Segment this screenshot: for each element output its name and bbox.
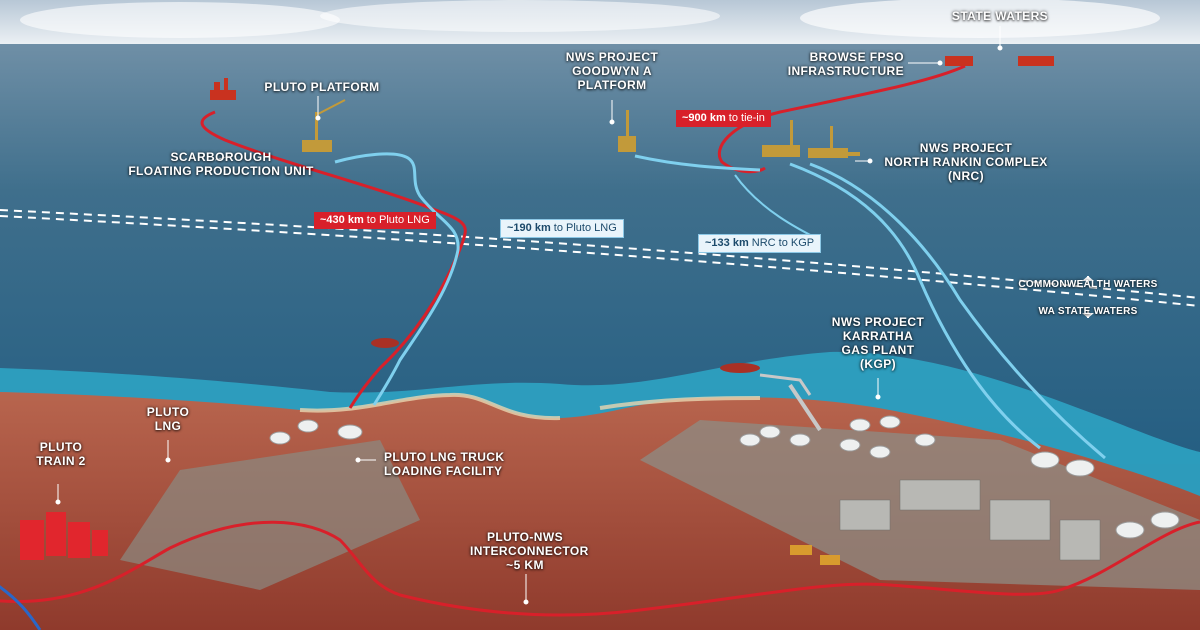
boundary-wa-state-waters	[0, 215, 1200, 307]
distance-tag-tie-in: ~900 km to tie-in	[676, 110, 771, 127]
distance-tag-value: ~430 km	[320, 214, 364, 226]
distance-tag-text: to Pluto LNG	[363, 214, 430, 226]
pluto-platform-pipeline	[334, 152, 460, 406]
distance-tag-text: NRC to KGP	[748, 237, 815, 249]
label-state-waters-top: STATE WATERS	[951, 9, 1049, 23]
scarborough-pipeline	[200, 110, 467, 409]
lng-tanker-kgp	[720, 363, 760, 373]
label-pluto-lng: PLUTO LNG	[146, 405, 190, 433]
label-wa-state-waters: WA STATE WATERS	[1038, 306, 1138, 317]
goodwyn-platform-structure	[618, 110, 636, 152]
label-commonwealth-waters: COMMONWEALTH WATERS	[1018, 279, 1158, 290]
distance-tag-value: ~900 km	[682, 112, 726, 124]
distance-tag-nrc-kgp: ~133 km NRC to KGP	[698, 234, 822, 253]
distance-tag-value: ~133 km	[705, 237, 749, 249]
label-pluto-platform: PLUTO PLATFORM	[264, 80, 380, 94]
nrc-platform-structure	[762, 120, 860, 158]
distance-tag-text: to tie-in	[725, 112, 765, 124]
label-kgp: NWS PROJECT KARRATHA GAS PLANT (KGP)	[831, 315, 925, 371]
label-truck-loading-facility: PLUTO LNG TRUCK LOADING FACILITY	[384, 450, 505, 478]
label-scarborough: SCARBOROUGH FLOATING PRODUCTION UNIT	[128, 150, 314, 178]
distance-tag-text: to Pluto LNG	[550, 222, 617, 234]
scarborough-fpu	[210, 78, 236, 100]
lng-tanker-pluto	[371, 338, 399, 348]
kgp-jetty	[788, 383, 822, 432]
pluto-platform-structure	[302, 99, 346, 152]
interconnector-pipeline	[0, 520, 1200, 617]
goodwyn-to-nrc-pipeline	[634, 154, 761, 172]
boundary-commonwealth-waters	[0, 209, 1200, 299]
nrc-to-kgp-pipeline-2	[809, 162, 1106, 460]
distance-tag-value: ~190 km	[507, 222, 551, 234]
browse-fpso-structure	[945, 56, 1054, 66]
label-pluto-train-2: PLUTO TRAIN 2	[36, 440, 86, 468]
label-interconnector: PLUTO-NWS INTERCONNECTOR ~5 km	[470, 530, 589, 572]
label-browse-fpso: BROWSE FPSO INFRASTRUCTURE	[787, 50, 904, 78]
nrc-to-kgp-pipeline-1	[789, 162, 1041, 450]
label-goodwyn-platform: NWS PROJECT GOODWYN A PLATFORM	[565, 50, 659, 92]
label-nrc: NWS PROJECT NORTH RANKIN COMPLEX (NRC)	[884, 141, 1048, 183]
distance-tag-pluto-blue: ~190 km to Pluto LNG	[500, 219, 624, 238]
distance-tag-pluto-red: ~430 km to Pluto LNG	[314, 212, 436, 229]
